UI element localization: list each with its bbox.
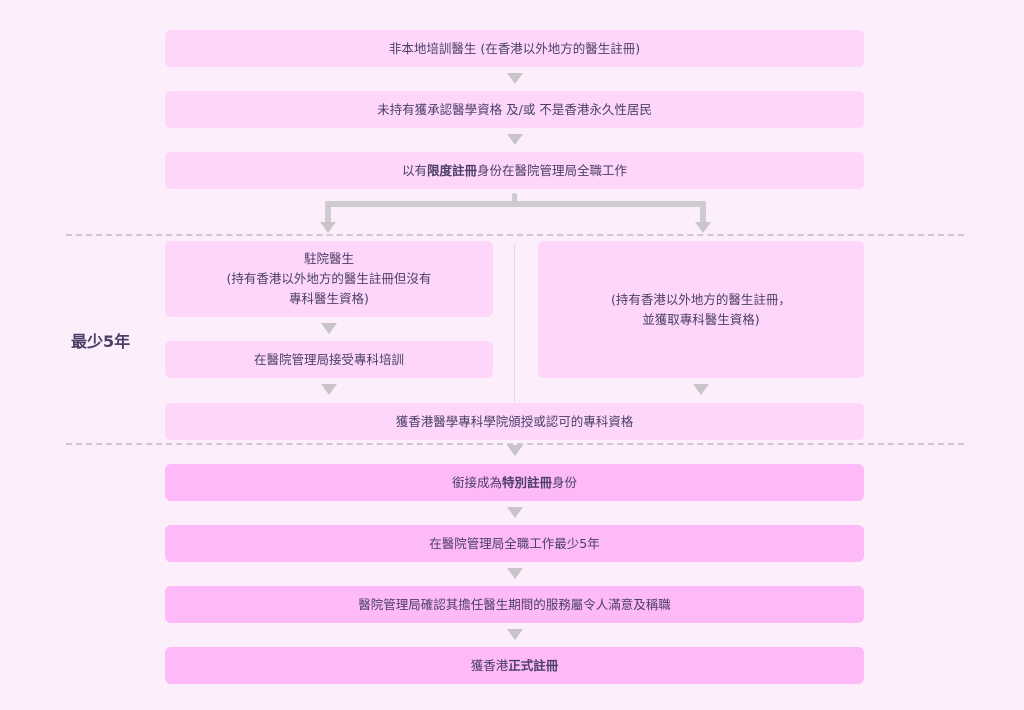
step-label: 未持有獲承認醫學資格 及/或 不是香港永久性居民 bbox=[377, 101, 652, 117]
step-label: (持有香港以外地方的醫生註冊但沒有 bbox=[226, 271, 432, 286]
step-specialist-qualified: (持有香港以外地方的醫生註冊， 並獲取專科醫生資格) bbox=[538, 241, 864, 378]
section-divider-bottom bbox=[66, 443, 964, 445]
text-bold-part: 限度註冊 bbox=[426, 162, 477, 178]
text-part: 以有 bbox=[401, 162, 427, 178]
step-label: 在醫院管理局接受專科培訓 bbox=[253, 351, 404, 367]
step-academy-qualification: 獲香港醫學專科學院頒授或認可的專科資格 bbox=[165, 403, 864, 440]
arrow-down-icon bbox=[321, 323, 337, 334]
arrow-down-icon bbox=[507, 134, 523, 145]
step-label: 銜接成為特別註冊身份 bbox=[452, 473, 577, 493]
step-label: 獲香港醫學專科學院頒授或認可的專科資格 bbox=[395, 413, 634, 429]
step-label: 專科醫生資格) bbox=[289, 291, 369, 306]
text-part: 獲香港 bbox=[470, 657, 509, 673]
arrow-down-icon bbox=[507, 568, 523, 579]
step-label: (持有香港以外地方的醫生註冊， bbox=[611, 291, 791, 307]
text-bold-part: 特別註冊 bbox=[501, 474, 552, 490]
step-label: 並獲取專科醫生資格) bbox=[642, 311, 760, 327]
connector-stem bbox=[512, 193, 517, 205]
section-divider-top bbox=[66, 234, 964, 236]
text-part: 銜接成為 bbox=[451, 474, 502, 490]
step-label: 以有限度註冊身份在醫院管理局全職工作 bbox=[402, 161, 627, 181]
connector-left bbox=[325, 201, 331, 223]
arrow-down-icon bbox=[507, 507, 523, 518]
step-resident-doctor: 駐院醫生 (持有香港以外地方的醫生註冊但沒有 專科醫生資格) bbox=[165, 241, 493, 317]
step-specialist-training: 在醫院管理局接受專科培訓 bbox=[165, 341, 493, 378]
step-ha-confirmation: 醫院管理局確認其擔任醫生期間的服務屬令人滿意及稱職 bbox=[165, 586, 864, 623]
step-fulltime-5-years: 在醫院管理局全職工作最少5年 bbox=[165, 525, 864, 562]
connector-horizontal bbox=[325, 201, 706, 207]
step-label: 醫院管理局確認其擔任醫生期間的服務屬令人滿意及稱職 bbox=[358, 596, 671, 612]
connector-right bbox=[700, 201, 706, 223]
column-divider bbox=[514, 244, 515, 402]
step-limited-registration: 以有限度註冊身份在醫院管理局全職工作 bbox=[165, 152, 864, 189]
text-bold-part: 正式註冊 bbox=[508, 657, 559, 673]
arrow-down-icon bbox=[320, 222, 336, 233]
step-label: 在醫院管理局全職工作最少5年 bbox=[429, 535, 600, 551]
step-label: 獲香港正式註冊 bbox=[471, 656, 559, 676]
arrow-down-icon bbox=[695, 222, 711, 233]
arrow-down-icon bbox=[507, 73, 523, 84]
step-label: 駐院醫生 bbox=[303, 251, 354, 266]
text-part: 身份在醫院管理局全職工作 bbox=[477, 162, 628, 178]
arrow-down-icon bbox=[321, 384, 337, 395]
step-special-registration: 銜接成為特別註冊身份 bbox=[165, 464, 864, 501]
duration-label: 最少5年 bbox=[71, 332, 131, 351]
arrow-down-icon bbox=[507, 445, 523, 456]
text-part: 身份 bbox=[552, 474, 578, 490]
step-no-recognized-qualification: 未持有獲承認醫學資格 及/或 不是香港永久性居民 bbox=[165, 91, 864, 128]
step-full-registration: 獲香港正式註冊 bbox=[165, 647, 864, 684]
step-non-local-doctor: 非本地培訓醫生 (在香港以外地方的醫生註冊) bbox=[165, 30, 864, 67]
step-label: 非本地培訓醫生 (在香港以外地方的醫生註冊) bbox=[388, 40, 641, 56]
arrow-down-icon bbox=[693, 384, 709, 395]
arrow-down-icon bbox=[507, 629, 523, 640]
